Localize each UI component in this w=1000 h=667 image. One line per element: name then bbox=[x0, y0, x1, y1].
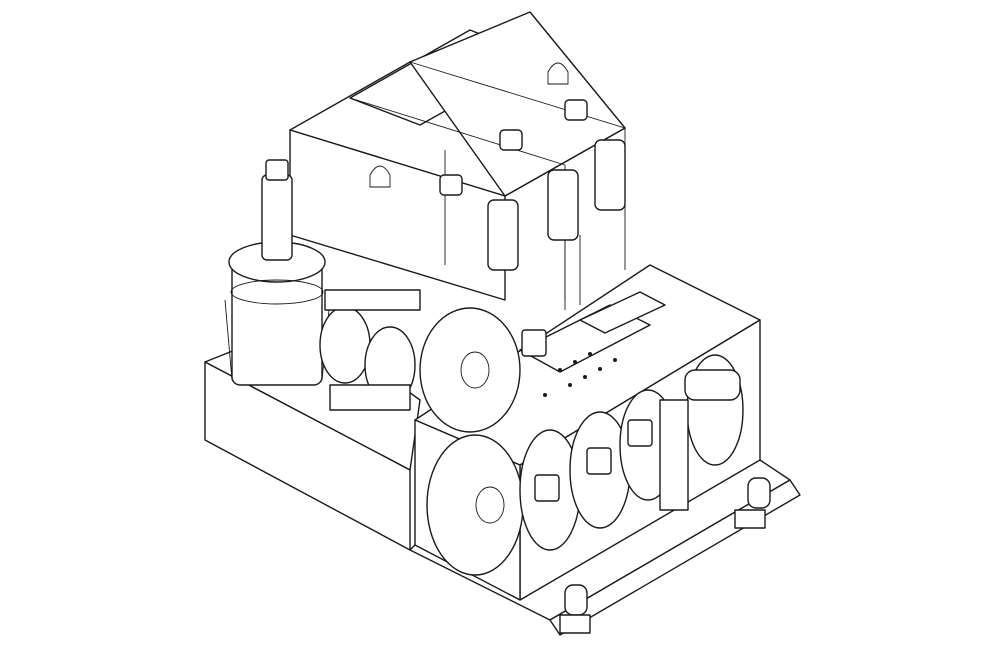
plate-holes bbox=[543, 352, 617, 397]
hose-reels bbox=[419, 307, 744, 576]
grease-bucket bbox=[224, 159, 331, 386]
oil-tanks bbox=[289, 11, 626, 301]
lifting-lugs bbox=[559, 477, 771, 634]
tank-pumps bbox=[439, 99, 626, 310]
diaphragm-pump bbox=[319, 289, 421, 411]
